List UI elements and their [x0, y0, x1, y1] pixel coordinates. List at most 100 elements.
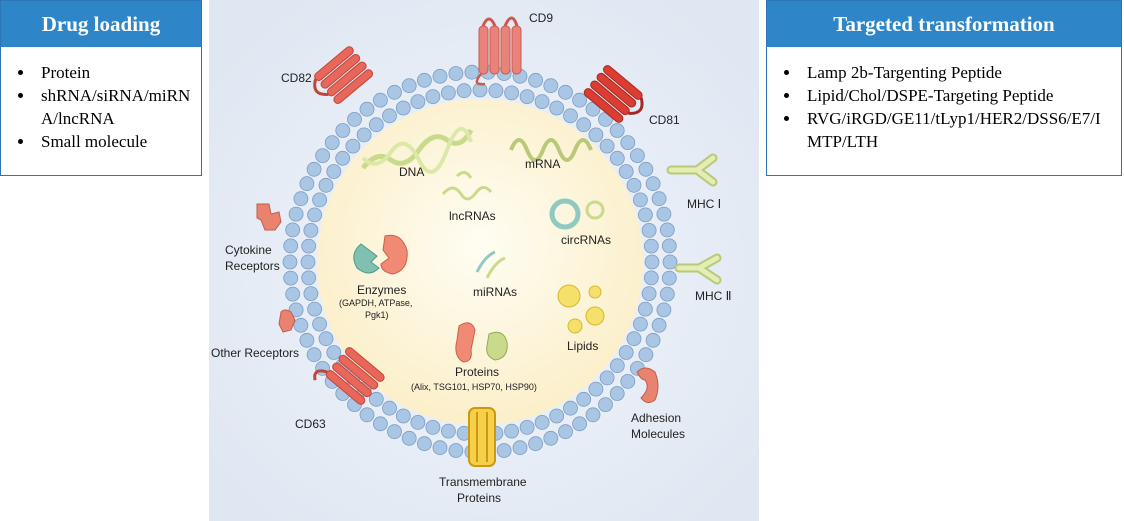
protein-icon: [455, 322, 508, 363]
membrane-bead: [401, 430, 417, 446]
lipid-droplet-icon: [557, 284, 605, 334]
proteins-detail: (Alix, TSG101, HSP70, HSP90): [411, 382, 537, 392]
membrane-bead: [306, 161, 322, 177]
mrna-icon: [509, 138, 593, 162]
membrane-bead: [335, 150, 351, 166]
membrane-bead: [651, 191, 667, 207]
mirna-icon: [475, 250, 506, 279]
targeted-transformation-title: Targeted transformation: [767, 1, 1121, 47]
transmembrane-label-line1: Transmembrane: [439, 475, 527, 489]
cd81-tetraspanin-icon: [583, 65, 644, 123]
cd82-tetraspanin-icon: [313, 46, 374, 104]
membrane-bead: [519, 419, 535, 435]
membrane-bead: [643, 238, 659, 254]
adhesion-label-line2: Molecules: [631, 427, 685, 441]
membrane-bead: [662, 254, 678, 270]
adhesion-label-line1: Adhesion: [631, 411, 681, 425]
drug-loading-list: Protein shRNA/siRNA/miRNA/lncRNA Small m…: [1, 47, 201, 153]
membrane-bead: [456, 83, 472, 99]
membrane-bead: [288, 206, 304, 222]
drug-loading-panel: Drug loading Protein shRNA/siRNA/miRNA/l…: [0, 0, 202, 176]
membrane-bead: [528, 72, 544, 88]
cytokine-receptor-icon: [256, 203, 282, 231]
proteins-label: Proteins: [455, 365, 499, 379]
membrane-bead: [576, 117, 592, 133]
membrane-bead: [312, 192, 327, 208]
cytokine-label-line1: Cytokine: [225, 243, 272, 257]
membrane-bead: [609, 123, 625, 138]
membrane-bead: [588, 381, 604, 397]
cd63-label: CD63: [295, 417, 326, 431]
membrane-bead: [512, 440, 528, 456]
membrane-bead: [301, 238, 317, 254]
membrane-bead: [387, 84, 402, 100]
mhc2-receptor-icon: [674, 253, 722, 285]
membrane-bead: [620, 135, 636, 151]
membrane-bead: [637, 207, 653, 223]
membrane-bead: [576, 391, 592, 407]
membrane-bead: [303, 222, 319, 238]
membrane-bead: [488, 83, 504, 99]
membrane-bead: [638, 161, 654, 177]
lncrna-icon: [441, 171, 493, 201]
exosome-diagram: CD9 CD82 CD81 CD63 MHC Ⅰ MHC Ⅱ: [209, 0, 759, 521]
drug-loading-title: Drug loading: [1, 1, 201, 47]
membrane-bead: [288, 302, 304, 318]
membrane-bead: [368, 117, 384, 133]
membrane-bead: [440, 85, 456, 101]
membrane-bead: [519, 89, 535, 104]
enzymes-label: Enzymes: [357, 283, 406, 297]
membrane-bead: [599, 370, 615, 386]
membrane-bead: [382, 400, 397, 416]
membrane-bead: [563, 400, 578, 416]
mrna-label: mRNA: [525, 157, 560, 171]
membrane-bead: [416, 72, 432, 88]
membrane-bead: [609, 386, 625, 401]
membrane-bead: [335, 123, 351, 138]
cd63-tetraspanin-icon: [313, 347, 385, 405]
membrane-bead: [382, 108, 397, 124]
membrane-bead: [618, 164, 634, 179]
cd9-label: CD9: [529, 11, 553, 25]
cd9-tetraspanin-icon: [475, 16, 522, 86]
circrnas-label: circRNAs: [561, 233, 611, 247]
membrane-bead: [588, 127, 604, 143]
membrane-bead: [395, 100, 411, 116]
membrane-bead: [283, 270, 299, 286]
mhc1-label: MHC Ⅰ: [687, 197, 721, 211]
membrane-bead: [629, 148, 645, 164]
membrane-bead: [637, 301, 653, 317]
membrane-bead: [299, 176, 315, 192]
mhc2-label: MHC Ⅱ: [695, 289, 732, 303]
membrane-bead: [299, 332, 315, 348]
membrane-bead: [293, 317, 309, 333]
dna-label: DNA: [399, 165, 424, 179]
membrane-bead: [282, 254, 298, 270]
membrane-bead: [643, 270, 659, 286]
membrane-bead: [549, 408, 565, 424]
lncrnas-label: lncRNAs: [449, 209, 496, 223]
membrane-bead: [632, 316, 648, 332]
lipids-label: Lipids: [567, 339, 598, 353]
membrane-bead: [312, 316, 327, 332]
other-receptors-label: Other Receptors: [211, 346, 299, 360]
list-item: RVG/iRGD/GE11/tLyp1/HER2/DSS6/E7/IMTP/LT…: [801, 107, 1111, 153]
membrane-bead: [620, 373, 636, 389]
membrane-bead: [645, 332, 661, 348]
membrane-bead: [558, 424, 573, 440]
membrane-bead: [651, 317, 667, 333]
membrane-bead: [543, 430, 559, 446]
membrane-bead: [425, 419, 441, 435]
membrane-bead: [626, 177, 642, 193]
transmembrane-label-line2: Proteins: [457, 491, 501, 505]
membrane-bead: [448, 66, 464, 81]
membrane-bead: [504, 85, 520, 101]
membrane-bead: [496, 443, 512, 458]
mirnas-label: miRNAs: [473, 285, 517, 299]
enzymes-detail-line2: Pgk1): [365, 310, 389, 320]
membrane-bead: [285, 222, 301, 238]
membrane-bead: [432, 440, 448, 456]
membrane-bead: [598, 397, 613, 413]
other-receptor-icon: [278, 309, 296, 333]
membrane-bead: [359, 407, 375, 423]
